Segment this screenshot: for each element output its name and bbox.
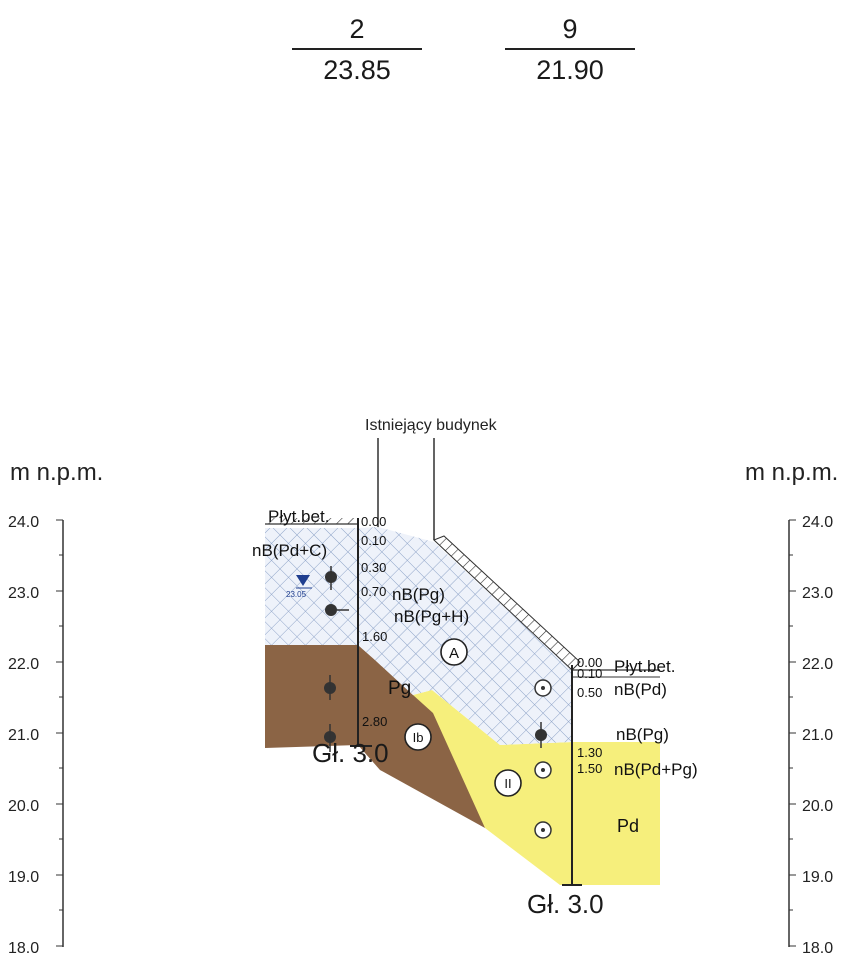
borehole-2-divider — [292, 48, 422, 50]
b9-layer-1-code: Płyt.bet. — [614, 657, 675, 676]
borehole-9-header: 9 21.90 — [505, 12, 635, 86]
left-tick-19: 19.0 — [8, 869, 39, 886]
zone-ii-label: II — [504, 776, 511, 791]
b2-layer-4-code: nB(Pg+H) — [394, 607, 469, 626]
borehole-9-divider — [505, 48, 635, 50]
sand-layer-pd — [413, 690, 660, 885]
b2-layer-1-code: Płyt.bet. — [268, 507, 329, 526]
left-tick-18: 18.0 — [8, 940, 39, 957]
clay-layer-pg — [265, 645, 485, 828]
right-tick-20: 20.0 — [802, 798, 833, 815]
b9-layer-2-code: nB(Pd) — [614, 680, 667, 699]
b2-depth-5: 1.60 — [362, 629, 387, 644]
zone-ib-label: Ib — [413, 730, 424, 745]
building-slab-hatch — [433, 535, 581, 671]
b2-layer-5-code: Pg — [388, 678, 411, 699]
left-tick-22: 22.0 — [8, 656, 39, 673]
zone-ii-circle — [494, 769, 522, 797]
b9-layer-5-code: Pd — [617, 816, 639, 836]
left-axis-unit: m n.p.m. — [10, 459, 103, 486]
borehole-9-number: 9 — [562, 14, 578, 44]
zone-a-circle — [440, 638, 468, 666]
b2-depth-4: 0.70 — [361, 584, 386, 599]
left-tick-23: 23.0 — [8, 585, 39, 602]
borehole-2-header: 2 23.85 — [292, 12, 422, 86]
right-tick-21: 21.0 — [802, 727, 833, 744]
zone-ib-circle — [404, 723, 432, 751]
b2-depth-3: 0.30 — [361, 560, 386, 575]
borehole-9-elevation: 21.90 — [536, 55, 604, 85]
fill-layer-nb — [265, 527, 572, 745]
right-tick-22: 22.0 — [802, 656, 833, 673]
left-tick-20: 20.0 — [8, 798, 39, 815]
left-elevation-axis — [56, 519, 64, 947]
b2-depth-2: 0.10 — [361, 533, 386, 548]
zone-a-label: A — [449, 645, 459, 662]
b9-depth-3: 0.50 — [577, 685, 602, 700]
b9-depth-5: 1.50 — [577, 761, 602, 776]
right-tick-24: 24.0 — [802, 514, 833, 531]
left-tick-24: 24.0 — [8, 514, 39, 531]
b9-layer-4-code: nB(Pd+Pg) — [614, 760, 698, 779]
b2-depth-1: 0.00 — [361, 514, 386, 529]
building-label: Istniejący budynek — [365, 417, 498, 434]
borehole-2-elevation: 23.85 — [323, 55, 391, 85]
b2-depth-6: 2.80 — [362, 714, 387, 729]
right-axis-unit: m n.p.m. — [745, 459, 838, 486]
b2-layer-2-code: nB(Pd+C) — [252, 541, 327, 560]
b9-depth-1: 0.00 — [577, 655, 602, 670]
right-tick-18: 18.0 — [802, 940, 833, 957]
b9-depth-2: 0.10 — [577, 666, 602, 681]
water-level-icon — [296, 575, 310, 586]
b9-depth-4: 1.30 — [577, 745, 602, 760]
b2-sample-dot — [325, 604, 337, 616]
water-level-value: 23.05 — [286, 590, 307, 599]
b2-end-depth: Gł. 3.0 — [312, 738, 389, 768]
right-tick-19: 19.0 — [802, 869, 833, 886]
borehole-2-number: 2 — [349, 14, 365, 44]
right-elevation-axis — [788, 519, 796, 947]
b9-end-depth: Gł. 3.0 — [527, 889, 604, 919]
slab-hatch-b2 — [265, 518, 358, 524]
right-tick-23: 23.0 — [802, 585, 833, 602]
left-tick-21: 21.0 — [8, 727, 39, 744]
b9-layer-3-code: nB(Pg) — [616, 725, 669, 744]
b2-layer-3-code: nB(Pg) — [392, 585, 445, 604]
